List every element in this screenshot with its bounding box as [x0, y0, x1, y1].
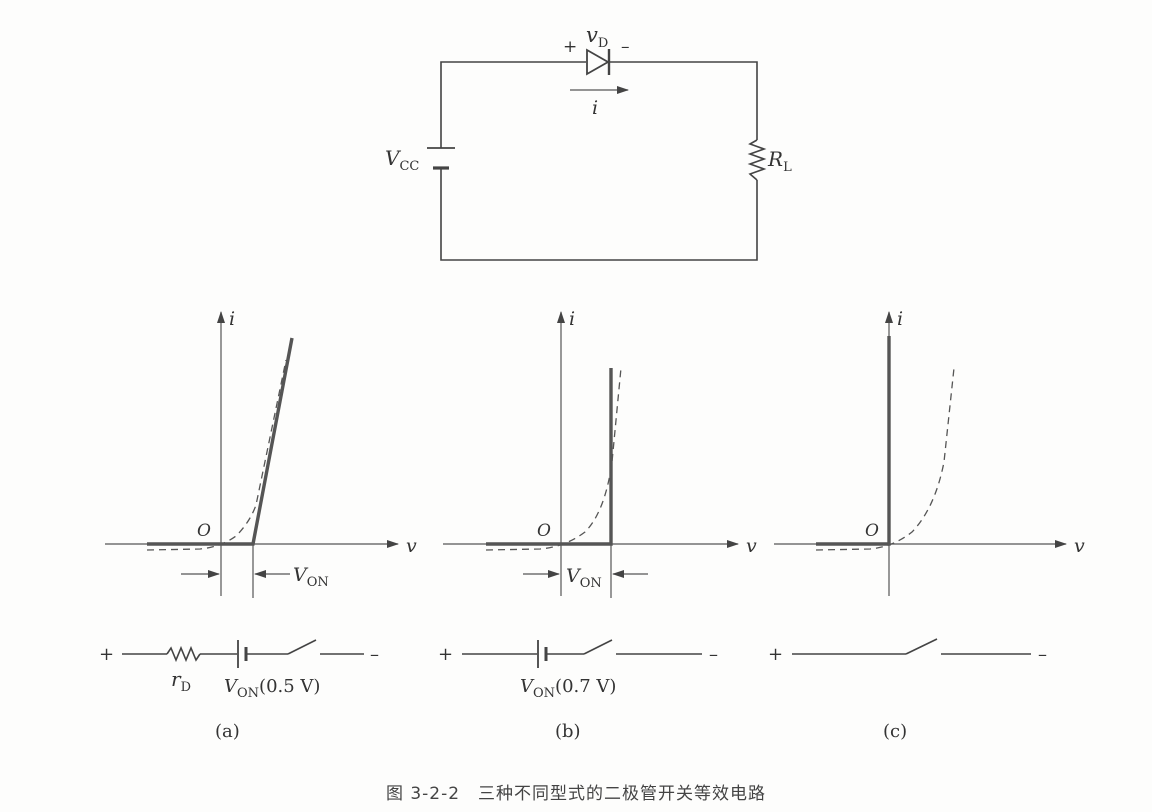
battery-icon [427, 147, 455, 170]
panel-a: i v O VON + – rD VON(0.5 V) (a) [99, 308, 417, 742]
panel-b-equiv-minus: – [709, 644, 718, 665]
panel-a-real-curve [146, 359, 287, 551]
rl-label: RL [767, 147, 792, 175]
panel-a-von-label: VON [293, 564, 329, 590]
circuit-wire-right-bottom [440, 168, 758, 261]
panel-c-origin: O [865, 521, 879, 541]
switch-icon [905, 638, 938, 655]
panel-a-model-curve [147, 337, 294, 546]
panel-c: i v O + – (c) [768, 308, 1085, 742]
panel-a-y-label: i [229, 308, 235, 330]
top-circuit: + vD – i VCC RL [385, 23, 792, 261]
current-label: i [592, 97, 598, 119]
switch-icon [583, 639, 613, 655]
panel-b-equiv-plus: + [438, 644, 453, 665]
diode-icon [586, 48, 611, 76]
panel-a-origin: O [197, 521, 211, 541]
figure-caption: 图 3-2-2 三种不同型式的二极管开关等效电路 [386, 784, 766, 804]
panel-c-x-label: v [1074, 535, 1085, 557]
panel-c-equiv-minus: – [1038, 644, 1047, 665]
panel-c-tag: (c) [883, 721, 907, 742]
panel-b: i v O VON + – VON(0.7 V) (b) [438, 308, 757, 742]
panel-a-rd-label: rD [171, 667, 191, 695]
circuit-wire-right-top [610, 61, 758, 140]
vd-minus-sign: – [621, 37, 630, 57]
battery-icon [237, 640, 248, 668]
vd-label: vD [586, 23, 608, 51]
panel-c-model-curve [816, 336, 891, 546]
circuit-wire-left-top [440, 61, 586, 148]
panel-b-x-label: v [746, 535, 757, 557]
switch-icon [287, 639, 317, 655]
panel-b-origin: O [537, 521, 551, 541]
vcc-label: VCC [385, 146, 419, 174]
resistor-icon [166, 645, 201, 663]
panel-b-y-label: i [569, 308, 575, 330]
battery-icon [537, 640, 548, 668]
panel-a-equiv-minus: – [370, 644, 379, 665]
panel-c-real-curve [815, 367, 955, 551]
panel-c-y-label: i [897, 308, 903, 330]
panel-b-real-curve [485, 367, 622, 551]
vd-plus-sign: + [563, 37, 577, 57]
resistor-icon [747, 139, 767, 181]
panel-a-equiv-plus: + [99, 644, 114, 665]
panel-c-equiv-plus: + [768, 644, 783, 665]
panel-a-von-value: VON(0.5 V) [224, 676, 320, 701]
panel-a-tag: (a) [215, 721, 240, 742]
panel-b-von-label: VON [566, 565, 602, 591]
panel-b-model-curve [486, 368, 613, 546]
panel-a-x-label: v [406, 535, 417, 557]
panel-b-von-value: VON(0.7 V) [520, 676, 616, 701]
panel-b-tag: (b) [555, 721, 581, 742]
